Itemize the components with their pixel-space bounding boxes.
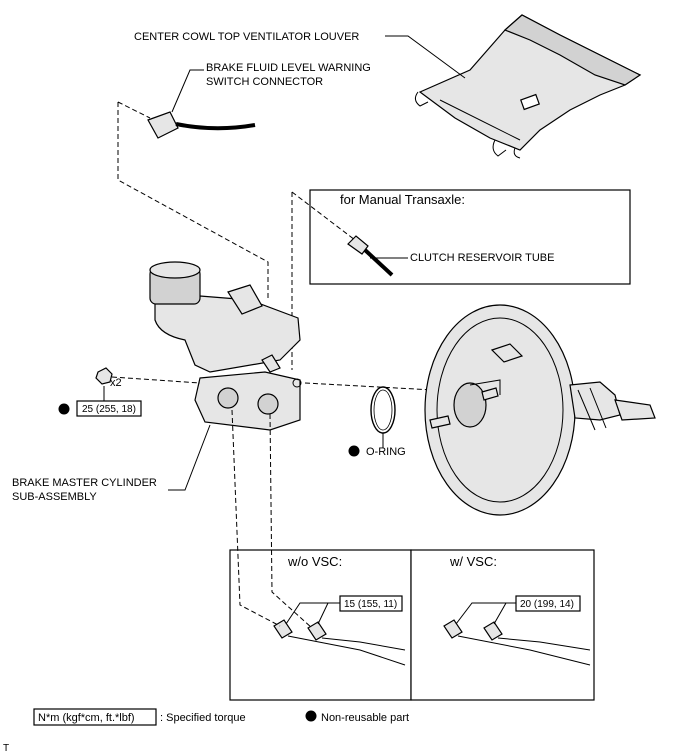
label-fluid-connector-2: SWITCH CONNECTOR: [206, 76, 323, 88]
label-qty: x2: [110, 377, 122, 389]
label-clutch-tube: CLUTCH RESERVOIR TUBE: [410, 252, 554, 264]
manual-transaxle-box: [309, 189, 631, 285]
brake-tube-wo-vsc: [273, 619, 406, 666]
leader-w-vsc: [455, 602, 516, 625]
fluid-switch-connector-part: [147, 111, 256, 139]
w-vsc-box: [410, 549, 595, 701]
label-fluid-connector-1: BRAKE FLUID LEVEL WARNING: [206, 62, 371, 74]
label-torque-wo-vsc: 15 (155, 11): [344, 599, 397, 610]
label-louver: CENTER COWL TOP VENTILATOR LOUVER: [134, 31, 359, 43]
torque-box-nut: [76, 400, 142, 417]
label-master-cyl-2: SUB-ASSEMBLY: [12, 491, 97, 503]
leader-fluid-connector: [171, 69, 204, 113]
label-manual-transaxle: for Manual Transaxle:: [340, 192, 465, 207]
leader-louver: [385, 35, 466, 79]
nonreusable-bullet-nut: [58, 403, 70, 415]
leader-wo-vsc: [285, 602, 340, 625]
o-ring-part: [370, 386, 396, 434]
legend-nonreusable: Non-reusable part: [321, 712, 409, 724]
legend-torque-unit: N*m (kgf*cm, ft.*lbf): [38, 712, 135, 724]
nonreusable-bullet-oring: [348, 445, 360, 457]
leader-master-cyl: [168, 424, 211, 491]
dash-fluid-connector: [117, 101, 269, 300]
label-master-cyl-1: BRAKE MASTER CYLINDER: [12, 477, 157, 489]
label-oring: O-RING: [366, 446, 406, 458]
clutch-tube-part: [347, 235, 394, 277]
legend-nonreusable-bullet: [305, 710, 317, 722]
corner-mark: T: [3, 743, 9, 754]
master-cylinder-part: [149, 261, 302, 431]
label-torque-w-vsc: 20 (199, 14): [520, 599, 574, 610]
label-wo-vsc: w/o VSC:: [287, 554, 342, 569]
ventilator-louver-part: [414, 14, 642, 159]
label-w-vsc: w/ VSC:: [449, 554, 497, 569]
brake-booster-part: [424, 304, 656, 516]
legend-torque-desc: : Specified torque: [160, 712, 246, 724]
flange-nut-part: [95, 367, 113, 385]
brake-tube-w-vsc: [443, 619, 591, 666]
dash-brake-tubes: [231, 409, 313, 629]
label-torque-nut: 25 (255, 18): [82, 404, 136, 415]
legend-torque-box: [33, 708, 157, 726]
